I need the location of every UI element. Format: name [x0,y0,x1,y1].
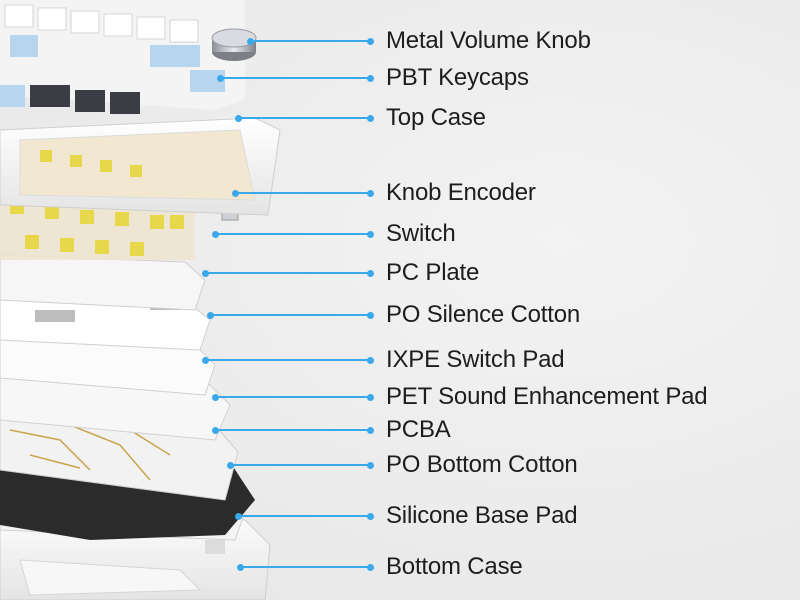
leader-dot [367,426,374,434]
layer-label: Metal Volume Knob [386,27,591,54]
leader-line [235,192,370,194]
layer-label: PBT Keycaps [386,64,529,91]
pc-plate-layer [0,254,206,311]
leader-dot [367,512,374,520]
layer-label: Switch [386,220,456,247]
layer-label: Bottom Case [386,553,523,580]
layer-label: Top Case [386,104,486,131]
leader-dot [367,393,374,401]
leader-dot [367,37,374,45]
leader-dot [207,311,214,319]
leader-dot [367,269,374,277]
leader-dot [217,74,224,82]
leader-dot [227,461,234,469]
metal-knob [211,28,257,61]
switch-layer [0,200,195,260]
leader-line [210,314,370,316]
layer-label: Knob Encoder [386,179,536,206]
leader-line [238,117,370,119]
leader-dot [367,563,374,571]
leader-line [205,359,370,361]
layer-label: PO Bottom Cotton [386,451,578,478]
leader-line [215,429,370,431]
leader-dot [212,393,219,401]
leader-dot [367,311,374,319]
leader-dot [367,114,374,122]
leader-dot [367,230,374,238]
layer-label: PC Plate [386,259,480,286]
leader-line [205,272,370,274]
leader-line [220,77,370,79]
layer-label: PET Sound Enhancement Pad [386,383,708,410]
leader-dot [235,114,242,122]
leader-line [215,233,370,235]
top-case-layer [0,117,281,216]
leader-dot [247,37,254,45]
leader-dot [367,74,374,82]
leader-line [215,396,370,398]
leader-dot [232,189,239,197]
layer-label: Silicone Base Pad [386,502,578,529]
leader-line [240,566,370,568]
leader-line [250,40,370,42]
leader-dot [237,563,244,571]
leader-dot [212,230,219,238]
layer-label: PO Silence Cotton [386,301,581,328]
leader-line [238,515,370,517]
leader-line [230,464,370,466]
leader-dot [212,426,219,434]
leader-dot [235,512,242,520]
keycaps-layer [0,0,245,114]
leader-dot [367,189,374,197]
leader-dot [202,356,209,364]
leader-dot [367,356,374,364]
layer-label: PCBA [386,416,451,443]
leader-dot [202,269,209,277]
layer-label: IXPE Switch Pad [386,346,565,373]
leader-dot [367,461,374,469]
